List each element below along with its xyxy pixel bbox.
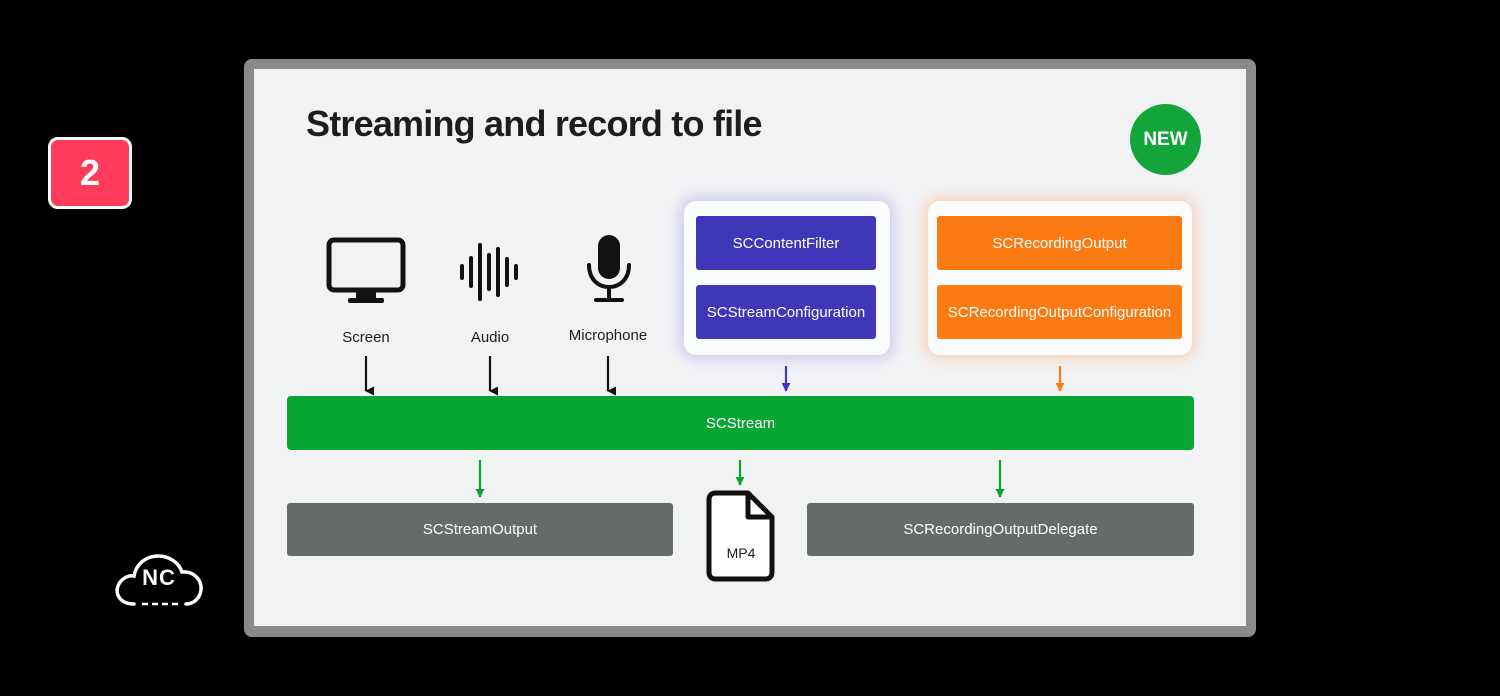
slide-title: Streaming and record to file <box>306 103 763 144</box>
sc-stream-bar: SCStream <box>287 396 1194 450</box>
cloud-logo: NC <box>112 550 206 612</box>
source-label-screen: Screen <box>342 329 390 346</box>
step-number-badge: 2 <box>48 137 132 209</box>
sc-recording-output-delegate-box: SCRecordingOutputDelegate <box>807 503 1194 556</box>
source-label-microphone: Microphone <box>568 327 648 344</box>
slide: Streaming and record to file NEW Screen … <box>254 69 1246 626</box>
microphone-icon <box>587 235 631 302</box>
display-icon <box>326 237 406 303</box>
new-badge: NEW <box>1130 104 1201 175</box>
logo-text: NC <box>142 565 176 590</box>
document-file-icon <box>706 490 775 582</box>
waveform-icon <box>460 243 518 301</box>
source-label-audio: Audio <box>470 329 510 346</box>
slide-frame: Streaming and record to file NEW Screen … <box>244 59 1256 637</box>
sc-stream-output-box: SCStreamOutput <box>287 503 673 556</box>
sc-recording-output-box: SCRecordingOutput <box>937 216 1182 270</box>
sc-stream-configuration-box: SCStreamConfiguration <box>696 285 876 339</box>
cloud-icon <box>115 554 203 606</box>
sc-content-filter-box: SCContentFilter <box>696 216 876 270</box>
mp4-file-label: MP4 <box>726 545 756 561</box>
flow-arrows <box>364 356 1065 498</box>
sc-recording-output-configuration-box: SCRecordingOutputConfiguration <box>937 285 1182 339</box>
